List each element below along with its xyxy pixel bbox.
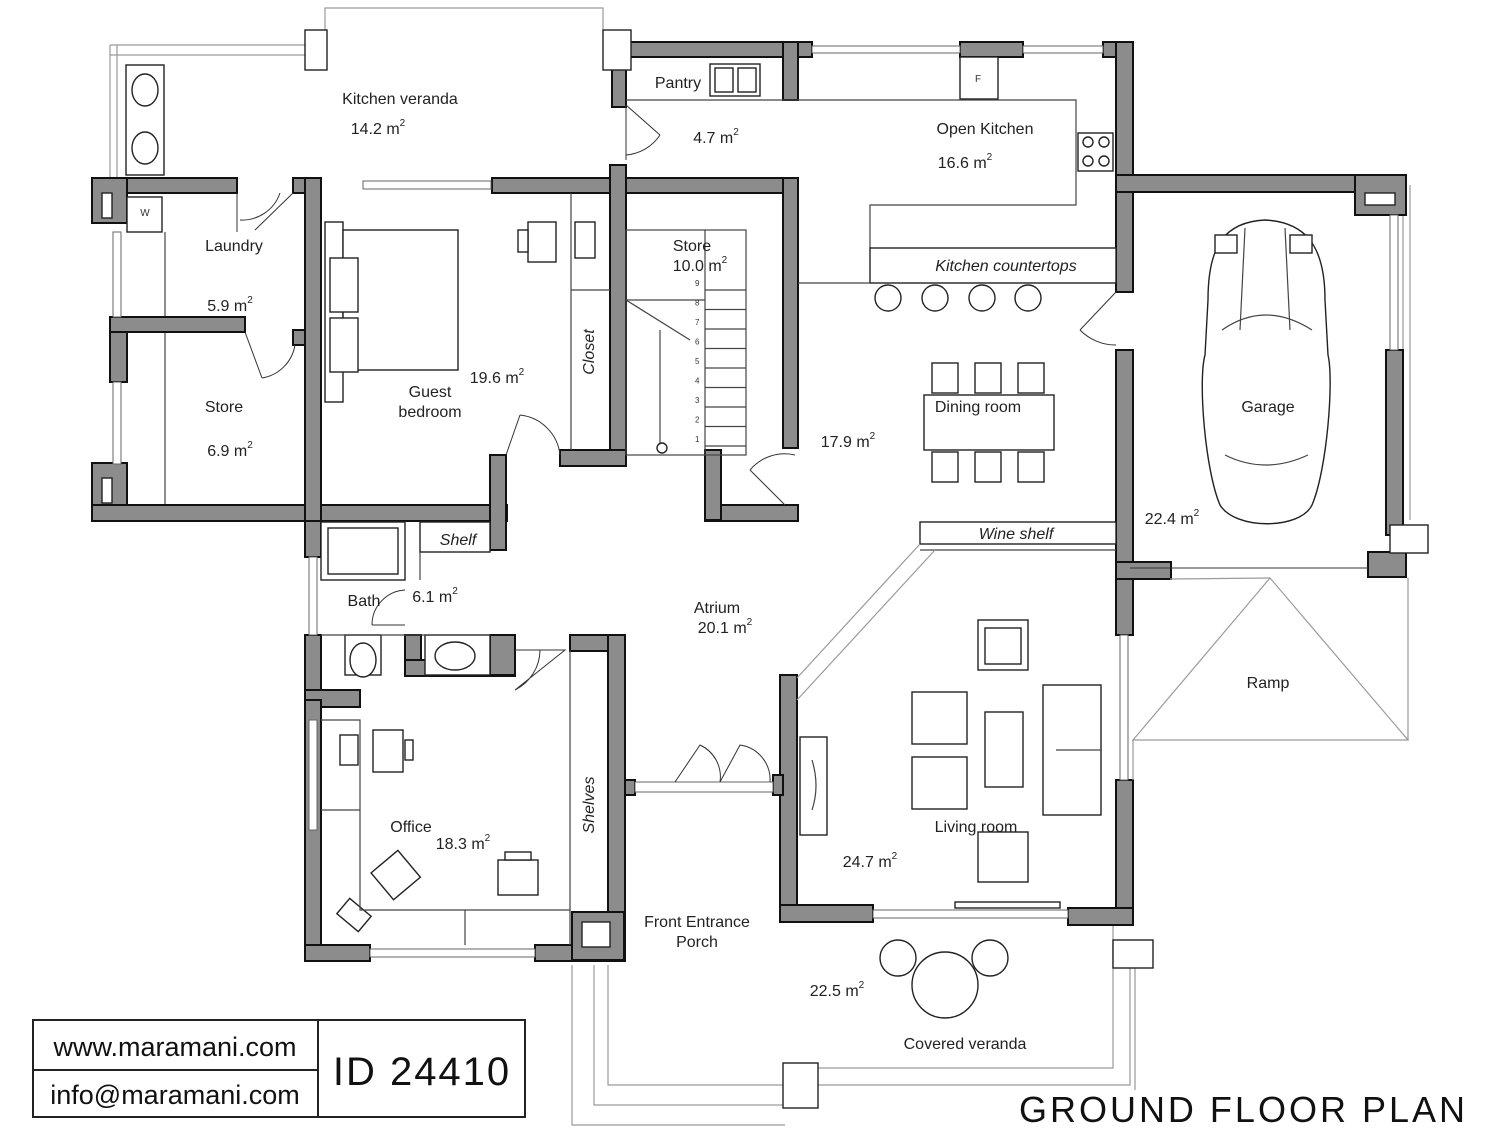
columns xyxy=(101,29,1429,1109)
laundry-label: Laundry xyxy=(205,238,263,255)
store-left-label: Store xyxy=(205,399,243,416)
office-furniture xyxy=(321,650,571,945)
kitchen-veranda-label: Kitchen veranda xyxy=(342,91,458,108)
branding-box: www.maramani.com info@maramani.com ID 24… xyxy=(32,1019,526,1118)
store-center-label: Store xyxy=(673,238,711,255)
windows xyxy=(112,45,1399,958)
pantry-label: Pantry xyxy=(655,75,701,92)
stair-step-number: 7 xyxy=(695,318,700,327)
garage-car xyxy=(1201,219,1331,525)
kitchen-fixtures xyxy=(626,56,1117,312)
stair-step-number: 9 xyxy=(695,279,700,288)
bath-area: 6.1 m2 xyxy=(412,586,458,606)
living-furniture xyxy=(799,619,1102,909)
veranda-furniture xyxy=(879,939,1009,1019)
stair-step-number: 2 xyxy=(695,416,700,425)
pantry-area: 4.7 m2 xyxy=(693,127,739,147)
fridge-label: F xyxy=(975,74,981,85)
ramp-label: Ramp xyxy=(1247,675,1290,692)
guest-bedroom-label-line2: bedroom xyxy=(398,404,461,421)
store-center-area: 10.0 m2 xyxy=(673,255,728,275)
kitchen-countertops-label: Kitchen countertops xyxy=(935,258,1076,275)
guest-bedroom-label-line1: Guest xyxy=(409,384,452,401)
atrium-area: 20.1 m2 xyxy=(698,617,753,637)
porch-label-line1: Front Entrance xyxy=(644,914,750,931)
store-left-area: 6.9 m2 xyxy=(207,440,253,460)
living-label: Living room xyxy=(935,819,1018,836)
walls xyxy=(91,41,1407,962)
porch-label-line2: Porch xyxy=(676,934,718,951)
ramp xyxy=(1131,577,1410,780)
email-text: info@maramani.com xyxy=(50,1080,300,1110)
plan-id-text: ID 24410 xyxy=(333,1050,511,1094)
stair-step-number: 5 xyxy=(695,357,700,366)
doors xyxy=(236,104,1368,783)
laundry-area: 5.9 m2 xyxy=(207,295,253,315)
staircase: 1 2 3 4 5 6 7 8 9 xyxy=(625,229,747,456)
stair-step-number: 6 xyxy=(695,338,700,347)
office-area: 18.3 m2 xyxy=(436,833,491,853)
kitchen-veranda-area: 14.2 m2 xyxy=(351,118,406,138)
stair-step-number: 8 xyxy=(695,299,700,308)
office-label: Office xyxy=(390,819,432,836)
dining-label: Dining room xyxy=(935,399,1021,416)
stair-step-number: 3 xyxy=(695,396,700,405)
atrium-label: Atrium xyxy=(694,600,740,617)
washer-label: W xyxy=(140,208,150,219)
dining-area: 17.9 m2 xyxy=(821,431,876,451)
wine-shelf-label: Wine shelf xyxy=(979,526,1055,543)
stair-step-number: 1 xyxy=(695,435,700,444)
shelf-label: Shelf xyxy=(440,532,478,549)
bedroom-furniture xyxy=(324,193,610,450)
veranda-sinks xyxy=(125,64,165,176)
veranda-area: 22.5 m2 xyxy=(810,980,865,1000)
dining-furniture xyxy=(923,362,1055,483)
garage-label: Garage xyxy=(1241,399,1294,416)
plan-title: GROUND FLOOR PLAN xyxy=(1019,1089,1468,1130)
open-kitchen-area: 16.6 m2 xyxy=(938,152,993,172)
open-kitchen-label: Open Kitchen xyxy=(937,121,1034,138)
bath-fixtures xyxy=(320,521,491,678)
website-text: www.maramani.com xyxy=(52,1032,296,1062)
shelves-label: Shelves xyxy=(581,777,598,834)
stair-step-number: 4 xyxy=(695,377,700,386)
wine-shelf xyxy=(796,521,1117,701)
laundry-washer xyxy=(126,196,163,233)
closet-label: Closet xyxy=(581,329,598,375)
covered-veranda-label: Covered veranda xyxy=(904,1036,1027,1053)
living-area: 24.7 m2 xyxy=(843,851,898,871)
garage-area: 22.4 m2 xyxy=(1145,508,1200,528)
bath-label: Bath xyxy=(348,593,381,610)
guest-bedroom-area: 19.6 m2 xyxy=(470,367,525,387)
